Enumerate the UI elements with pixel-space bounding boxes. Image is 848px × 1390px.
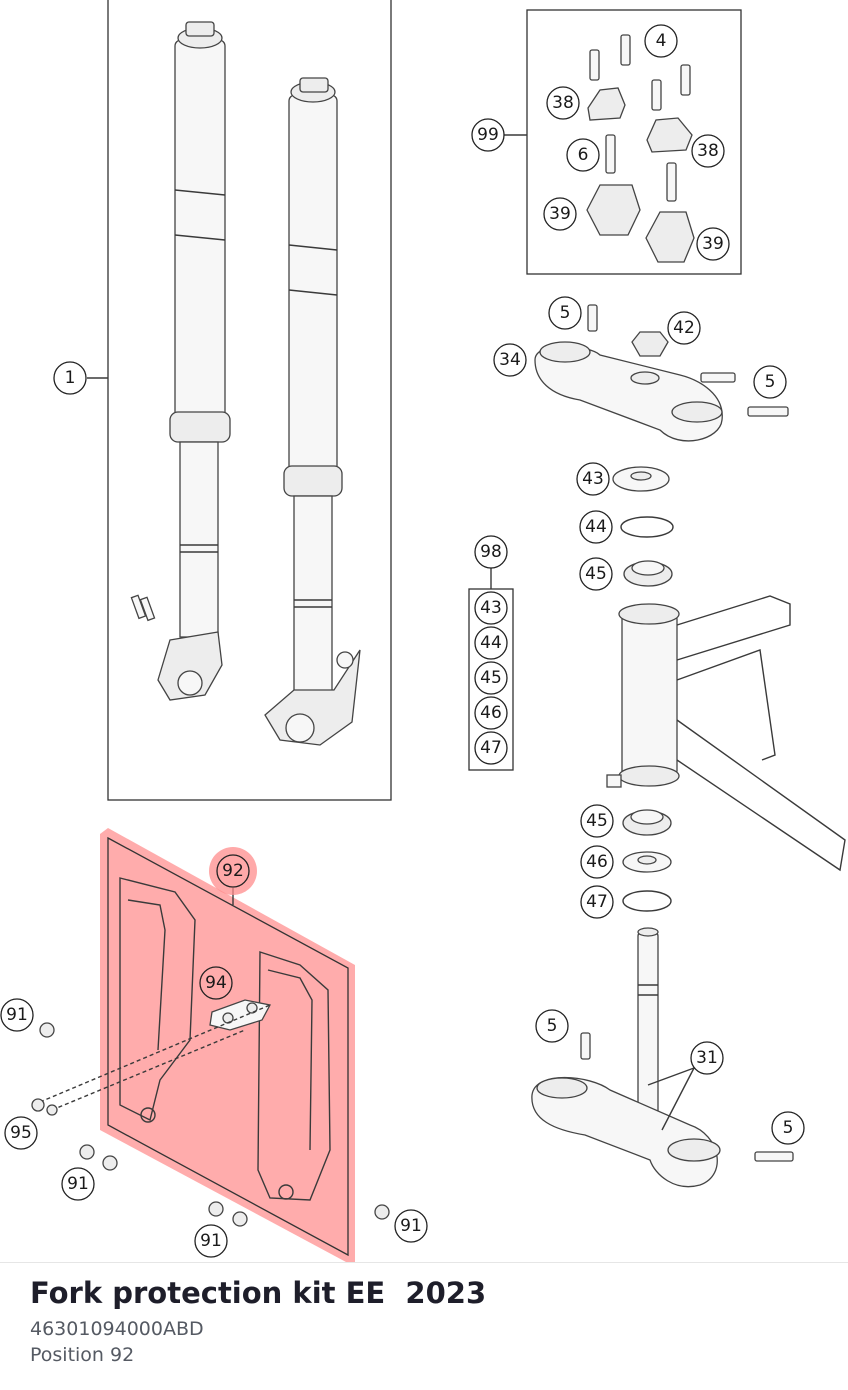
callout-label: 39 bbox=[549, 204, 571, 224]
part-position: Position 92 bbox=[30, 1344, 135, 1366]
callout-label: 39 bbox=[702, 234, 724, 254]
upper-bearing-stack bbox=[612, 466, 674, 587]
callout-label: 45 bbox=[586, 811, 608, 831]
callout-label: 99 bbox=[477, 125, 499, 145]
callout-label: 43 bbox=[480, 598, 502, 618]
part-title: Fork protection kit EE 2023 bbox=[30, 1276, 487, 1310]
callout-label: 47 bbox=[480, 738, 502, 758]
callout-circles bbox=[0, 24, 805, 1258]
upper-triple-clamp bbox=[534, 304, 789, 442]
callout-label: 91 bbox=[200, 1231, 222, 1251]
callout-label: 5 bbox=[560, 303, 571, 323]
callout-label-highlighted[interactable]: 92 bbox=[222, 861, 244, 881]
callout-labels: 1 4 38 99 6 38 39 39 5 42 34 5 43 44 98 … bbox=[6, 31, 793, 1251]
callout-label: 46 bbox=[586, 852, 608, 872]
callout-label: 44 bbox=[585, 517, 607, 537]
callout-label: 94 bbox=[205, 973, 227, 993]
left-fork-leg bbox=[130, 21, 231, 701]
callout-label: 4 bbox=[656, 31, 667, 51]
callout-label: 5 bbox=[765, 372, 776, 392]
fork-guard-left bbox=[119, 877, 196, 1123]
callout-label: 5 bbox=[783, 1118, 794, 1138]
footer-divider bbox=[0, 1262, 848, 1263]
callout-label: 1 bbox=[65, 368, 76, 388]
callout-label: 34 bbox=[499, 350, 521, 370]
callout-label: 46 bbox=[480, 703, 502, 723]
callout-label: 43 bbox=[582, 469, 604, 489]
callout-label: 6 bbox=[578, 145, 589, 165]
callout-label: 95 bbox=[10, 1123, 32, 1143]
callout-label: 5 bbox=[547, 1016, 558, 1036]
mounting-bracket bbox=[209, 999, 271, 1031]
callout-label: 31 bbox=[696, 1048, 718, 1068]
callout-label: 38 bbox=[552, 93, 574, 113]
fork-guard-right bbox=[257, 951, 331, 1201]
callout-label: 44 bbox=[480, 633, 502, 653]
callout-label: 91 bbox=[400, 1216, 422, 1236]
fork-protection-kit-highlight[interactable] bbox=[39, 828, 355, 1262]
callout-label: 42 bbox=[673, 318, 695, 338]
right-fork-leg bbox=[264, 77, 361, 746]
callout-label: 45 bbox=[585, 564, 607, 584]
part-number: 46301094000ABD bbox=[30, 1318, 204, 1340]
callout-label: 45 bbox=[480, 668, 502, 688]
kit-98-box[interactable] bbox=[468, 567, 514, 771]
frame-head-tube bbox=[606, 595, 846, 872]
clamp-kit[interactable] bbox=[503, 9, 742, 275]
clamp-parts bbox=[586, 34, 695, 263]
exploded-parts-diagram: .ln { fill: none; stroke: #3a3a3a; strok… bbox=[0, 0, 846, 1262]
leader-lines bbox=[87, 377, 695, 1131]
callout-label: 98 bbox=[480, 542, 502, 562]
callout-label: 47 bbox=[586, 892, 608, 912]
kit-screws bbox=[31, 1022, 390, 1227]
lower-triple-clamp bbox=[531, 927, 794, 1188]
fork-assembly[interactable] bbox=[107, 0, 392, 801]
callout-label: 91 bbox=[67, 1174, 89, 1194]
screw-pair bbox=[130, 594, 156, 622]
callout-label: 91 bbox=[6, 1005, 28, 1025]
callout-label: 38 bbox=[697, 141, 719, 161]
lower-bearing-stack bbox=[622, 809, 672, 912]
